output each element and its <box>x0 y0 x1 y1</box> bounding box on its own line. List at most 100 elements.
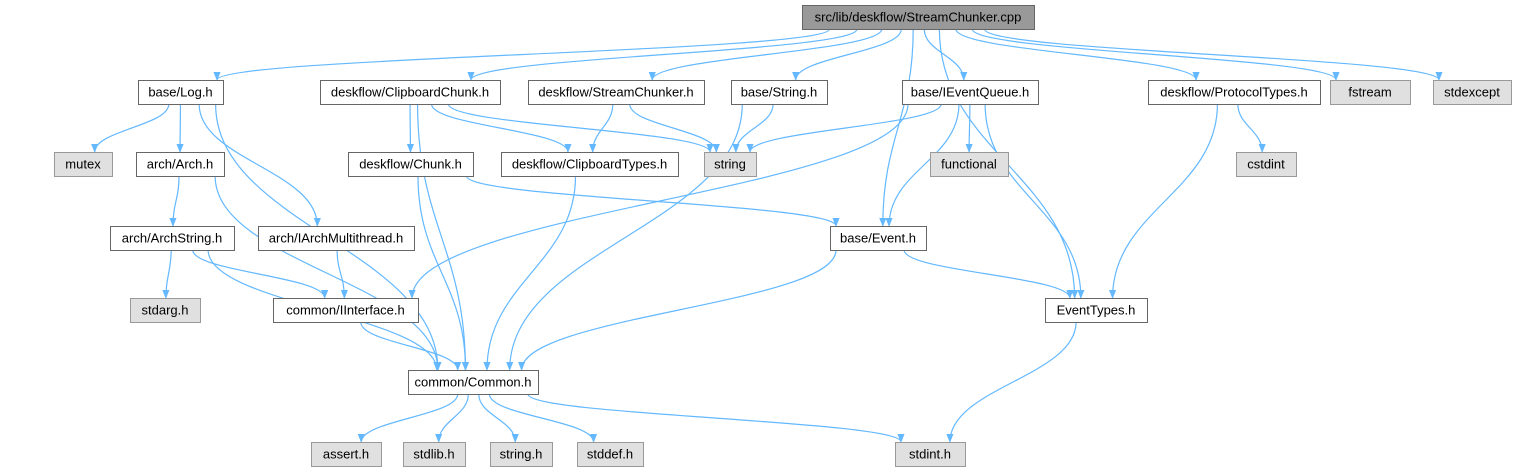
node-label: arch/ArchString.h <box>122 231 222 246</box>
node-box <box>490 442 553 467</box>
node-label: deskflow/Chunk.h <box>359 157 462 172</box>
node-stdexcept: stdexcept <box>1433 80 1512 105</box>
edge-root-to-streamchunker <box>648 28 883 81</box>
node-label: deskflow/ClipboardTypes.h <box>512 157 667 172</box>
edge-ieventqueue-to-eventtypes <box>984 103 1085 299</box>
edge-basestring-to-string <box>732 103 774 153</box>
node-stdint: stdint.h <box>895 442 966 467</box>
node-arch[interactable]: arch/Arch.h <box>136 152 225 177</box>
edge-chunk-to-common <box>417 175 470 371</box>
edge-root-to-log <box>213 28 831 81</box>
edge-ieventqueue-to-iinterface <box>408 103 909 299</box>
node-streamchunker[interactable]: deskflow/StreamChunker.h <box>528 80 705 105</box>
edge-cliptypes-to-common <box>483 175 577 371</box>
node-stdlib: stdlib.h <box>403 442 466 467</box>
node-label: deskflow/ProtocolTypes.h <box>1160 85 1307 100</box>
node-label: string <box>714 157 746 172</box>
node-box <box>930 152 1009 177</box>
edge-root-to-event <box>879 28 914 227</box>
edge-event-to-common <box>518 249 837 371</box>
edge-arch-to-common <box>214 175 442 371</box>
node-iinterface[interactable]: common/IInterface.h <box>273 298 419 323</box>
edge-streamchunker-to-string <box>629 103 720 153</box>
node-box <box>902 80 1039 105</box>
node-box <box>408 370 539 395</box>
node-protocoltypes[interactable]: deskflow/ProtocolTypes.h <box>1148 80 1321 105</box>
edge-protocoltypes-to-cstdint <box>1237 103 1266 153</box>
node-label: arch/Arch.h <box>147 157 213 172</box>
edge-common-to-stddef <box>488 393 598 443</box>
node-box <box>1433 80 1512 105</box>
edge-root-to-basestring <box>792 28 902 81</box>
node-stdarg: stdarg.h <box>130 298 201 323</box>
edge-ieventqueue-to-event <box>885 103 960 227</box>
node-root[interactable]: src/lib/deskflow/StreamChunker.cpp <box>802 5 1035 30</box>
edge-protocoltypes-to-eventtypes <box>1108 103 1219 299</box>
edge-common-to-stdlib <box>435 393 469 443</box>
node-box <box>138 80 224 105</box>
node-box <box>1148 80 1321 105</box>
edge-arch-to-archstring <box>169 175 180 227</box>
node-ieventqueue[interactable]: base/IEventQueue.h <box>902 80 1039 105</box>
node-box <box>528 80 705 105</box>
edge-chunk-to-event <box>466 175 840 227</box>
node-archstring[interactable]: arch/ArchString.h <box>110 226 235 251</box>
edge-clipchunk-to-common <box>416 103 470 371</box>
node-label: EventTypes.h <box>1057 303 1136 318</box>
node-box <box>830 226 927 251</box>
edge-clipchunk-to-string <box>447 103 714 153</box>
node-label: base/IEventQueue.h <box>911 85 1030 100</box>
node-box <box>403 442 466 467</box>
node-mutex: mutex <box>54 152 113 177</box>
node-box <box>273 298 419 323</box>
node-cliptypes[interactable]: deskflow/ClipboardTypes.h <box>501 152 679 177</box>
node-label: deskflow/ClipboardChunk.h <box>331 85 489 100</box>
node-box <box>136 152 225 177</box>
node-fstream: fstream <box>1330 80 1411 105</box>
edge-root-to-protocoltypes <box>955 28 1200 81</box>
edge-archstring-to-iinterface <box>192 249 329 299</box>
edge-clipchunk-to-cliptypes <box>430 103 572 153</box>
node-iarchmt[interactable]: arch/IArchMultithread.h <box>258 226 415 251</box>
node-stringh: string.h <box>490 442 553 467</box>
edge-common-to-stdint <box>527 393 905 443</box>
node-box <box>802 5 1035 30</box>
edge-ieventqueue-to-functional <box>965 103 973 153</box>
node-functional: functional <box>930 152 1009 177</box>
node-box <box>1045 298 1148 323</box>
edge-ieventqueue-to-string <box>746 103 942 153</box>
node-box <box>1330 80 1411 105</box>
node-chunk[interactable]: deskflow/Chunk.h <box>348 152 474 177</box>
node-label: stdexcept <box>1444 85 1500 100</box>
node-label: stddef.h <box>587 447 633 462</box>
node-box <box>704 152 757 177</box>
node-label: common/IInterface.h <box>286 303 405 318</box>
node-label: deskflow/StreamChunker.h <box>538 85 693 100</box>
node-event[interactable]: base/Event.h <box>830 226 927 251</box>
node-label: fstream <box>1348 85 1391 100</box>
edge-root-to-ieventqueue <box>923 28 968 81</box>
node-box <box>258 226 415 251</box>
node-label: base/Event.h <box>840 231 916 246</box>
node-box <box>501 152 679 177</box>
edge-basestring-to-common <box>506 103 743 371</box>
node-basestring[interactable]: base/String.h <box>731 80 828 105</box>
node-clipchunk[interactable]: deskflow/ClipboardChunk.h <box>320 80 501 105</box>
node-box <box>1236 152 1297 177</box>
edge-event-to-eventtypes <box>903 249 1074 299</box>
node-log[interactable]: base/Log.h <box>138 80 224 105</box>
node-label: mutex <box>65 157 101 172</box>
node-box <box>110 226 235 251</box>
node-common[interactable]: common/Common.h <box>408 370 539 395</box>
edge-common-to-stringh <box>478 393 519 443</box>
node-eventtypes[interactable]: EventTypes.h <box>1045 298 1148 323</box>
node-box <box>54 152 113 177</box>
edge-streamchunker-to-cliptypes <box>589 103 614 153</box>
node-box <box>130 298 201 323</box>
node-label: base/Log.h <box>148 85 212 100</box>
edge-archstring-to-stdarg <box>162 249 172 299</box>
edge-log-to-mutex <box>91 103 170 153</box>
node-cstdint: cstdint <box>1236 152 1297 177</box>
edge-root-to-clipchunk <box>467 28 858 81</box>
